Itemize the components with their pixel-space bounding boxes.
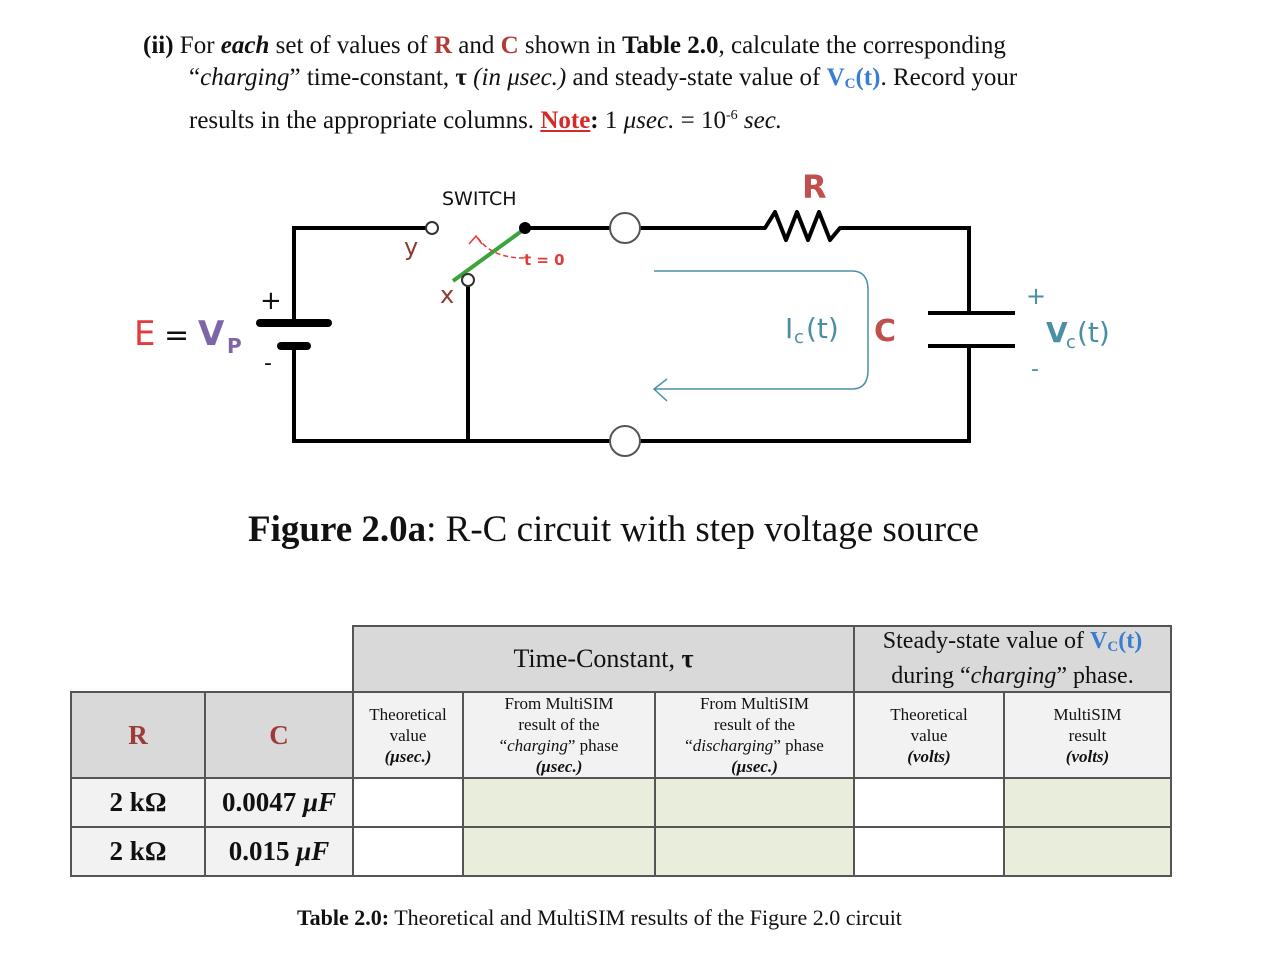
vc-t: (t) — [1077, 316, 1110, 349]
cell-c-value: 0.0047 μF — [204, 777, 354, 828]
source-eq: = — [164, 318, 189, 353]
wire-bottom — [292, 346, 625, 443]
resistor-label: R — [802, 168, 827, 206]
terminal-x — [461, 273, 475, 287]
cell-tau-multisim-charging[interactable] — [462, 777, 656, 828]
instruction-line-3: results in the appropriate columns. Note… — [189, 107, 783, 134]
battery-plus: + — [260, 286, 282, 316]
r-symbol: R — [433, 32, 452, 59]
vc-symbol: VC(t) — [826, 63, 881, 92]
item-label: (ii) — [143, 32, 174, 59]
current-sub: c — [794, 327, 804, 348]
switch-pivot — [519, 222, 531, 234]
cell-tau-multisim-discharging[interactable] — [654, 826, 855, 877]
cell-tau-multisim-discharging[interactable] — [654, 777, 855, 828]
switch-motion-arrowhead — [468, 234, 483, 245]
source-e-label: E — [134, 314, 155, 354]
note-label: Note — [540, 107, 591, 134]
table-row: 2 kΩ 0.015 μF — [70, 826, 1172, 877]
current-i-label: I — [785, 312, 793, 345]
cell-r-value: 2 kΩ — [70, 777, 206, 828]
switch-time-label: t = 0 — [524, 251, 565, 269]
cell-r-value: 2 kΩ — [70, 826, 206, 877]
instruction-paragraph: (ii) For each set of values of R and C s… — [143, 30, 1133, 137]
vc-sub: c — [1066, 332, 1076, 353]
c-symbol: C — [500, 32, 519, 59]
results-table: Time-Constant, τ Steady-state value of V… — [70, 625, 1172, 877]
vc-minus: - — [1031, 357, 1039, 382]
current-arrowhead — [652, 378, 668, 402]
time-constant-header: Time-Constant, τ — [352, 625, 855, 693]
source-v-sub: P — [227, 334, 242, 358]
source-v-label: V — [198, 314, 225, 354]
column-header-c: C — [204, 691, 354, 779]
table-row: 2 kΩ 0.0047 μF — [70, 777, 1172, 828]
tau-symbol: τ — [455, 63, 467, 91]
terminal-x-label: x — [440, 281, 454, 309]
cell-c-value: 0.015 μF — [204, 826, 354, 877]
current-loop-arrow — [654, 270, 869, 390]
cell-tau-multisim-charging[interactable] — [462, 826, 656, 877]
wire-top-left — [292, 226, 427, 323]
wire-cap-to-bottom — [640, 346, 971, 443]
terminal-y-label: y — [404, 233, 418, 261]
current-t: (t) — [806, 312, 839, 345]
switch-label: SWITCH — [442, 188, 517, 210]
table-group-header-row: Time-Constant, τ Steady-state value of V… — [71, 625, 1172, 693]
node-bottom — [609, 425, 641, 457]
column-header-r: R — [70, 691, 206, 779]
switch-arm — [451, 228, 525, 283]
instruction-line-1: (ii) For each set of values of R and C s… — [143, 32, 1006, 59]
figure-caption: Figure 2.0a: R-C circuit with step volta… — [248, 509, 979, 550]
capacitor-label: C — [874, 314, 896, 349]
instruction-line-2: “charging” time-constant, τ (in μsec.) a… — [189, 63, 1018, 92]
cell-vc-theoretical[interactable] — [853, 777, 1005, 828]
terminal-y — [425, 221, 439, 235]
cell-vc-multisim[interactable] — [1003, 777, 1172, 828]
battery-minus: - — [264, 351, 272, 376]
vc-plus: + — [1026, 282, 1046, 310]
cell-tau-theoretical[interactable] — [352, 777, 464, 828]
table-reference: Table 2.0 — [622, 32, 719, 59]
vc-v-label: V — [1046, 316, 1068, 349]
cell-tau-theoretical[interactable] — [352, 826, 464, 877]
resistor-symbol — [760, 210, 850, 242]
circuit-wires — [292, 226, 971, 443]
cell-vc-multisim[interactable] — [1003, 826, 1172, 877]
rc-circuit-diagram: E = V P + - SWITCH y x t = 0 R C I c (t)… — [134, 168, 1110, 457]
node-top — [609, 212, 641, 244]
table-caption: Table 2.0: Theoretical and MultiSIM resu… — [297, 905, 902, 930]
wire-resistor-to-cap — [850, 226, 971, 313]
cell-vc-theoretical[interactable] — [853, 826, 1005, 877]
steady-state-header: Steady-state value of VC(t)during “charg… — [853, 625, 1172, 693]
